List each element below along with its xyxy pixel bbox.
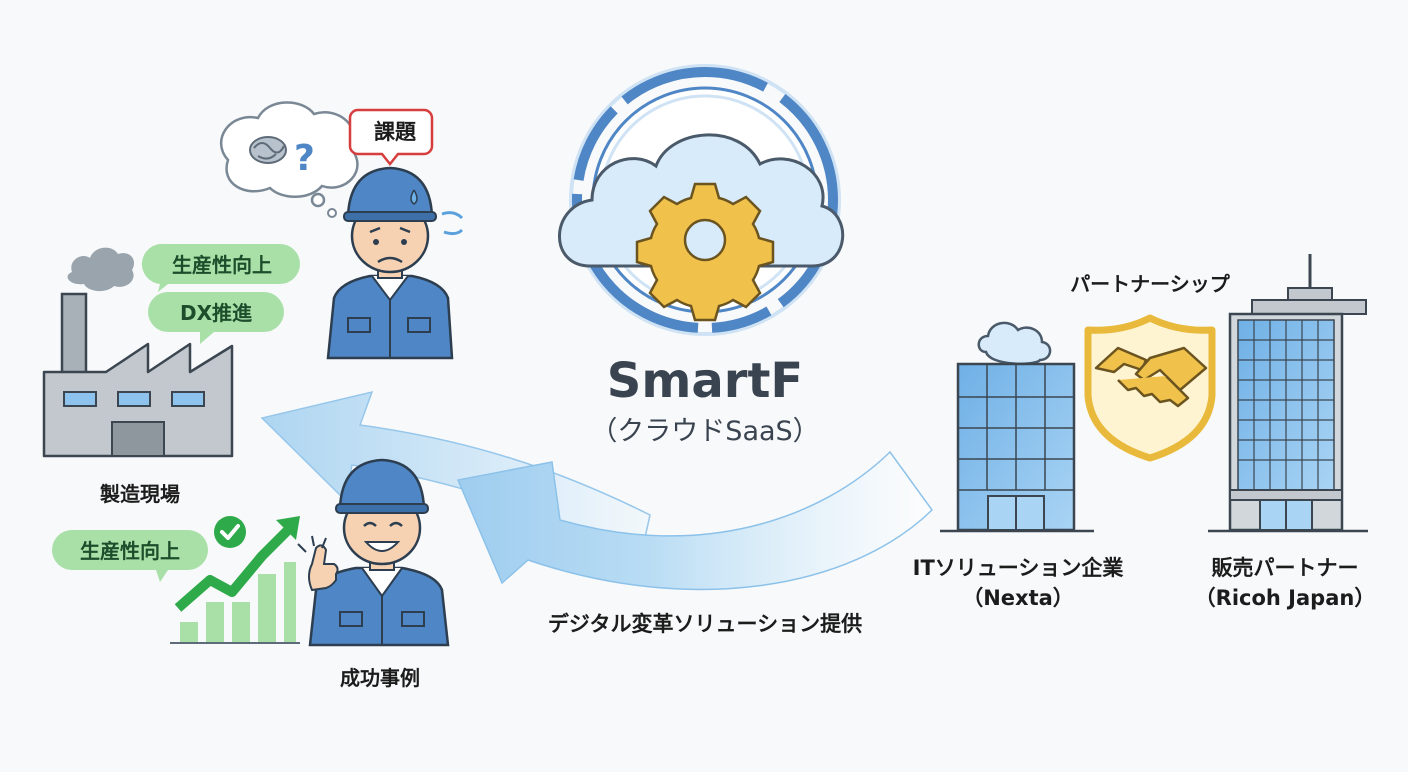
- success-label: 成功事例: [340, 666, 420, 690]
- thought-cloud: [220, 101, 359, 218]
- success-bubble: 生産性向上: [52, 530, 208, 582]
- factory-bubble-top: 生産性向上: [141, 243, 300, 292]
- question-mark-icon: ?: [294, 138, 315, 179]
- happy-worker: [297, 458, 450, 647]
- flow-label: デジタル変革ソリューション提供: [547, 612, 863, 636]
- it-company-building: [940, 321, 1094, 533]
- issue-bubble: [348, 108, 434, 167]
- worried-worker: [326, 166, 464, 360]
- checkmark-icon: [214, 516, 246, 548]
- growth-chart-icon: [170, 516, 300, 644]
- sales-partner-building: [1208, 254, 1368, 533]
- smoke-cloud: [67, 247, 135, 292]
- partnership-label: パートナーシップ: [1070, 272, 1230, 296]
- factory-bubble-bottom: DX推進: [148, 292, 284, 344]
- factory-label: 製造現場: [100, 482, 180, 506]
- gear-icon: [635, 182, 775, 322]
- factory-bubble-bottom-text: DX推進: [180, 301, 252, 325]
- flow-arrow-main: [456, 450, 933, 591]
- svg-text:?: ?: [294, 138, 315, 179]
- confusion-scribble-icon: [249, 136, 287, 164]
- product-subtitle: （クラウドSaaS）: [590, 416, 820, 447]
- handshake-icon: [1094, 346, 1208, 408]
- sales-partner-name: （Ricoh Japan）: [1194, 586, 1376, 610]
- success-bubble-text: 生産性向上: [80, 539, 180, 563]
- issue-label: 課題: [374, 120, 416, 144]
- factory-bubble-top-text: 生産性向上: [172, 253, 272, 277]
- factory-icon: [42, 292, 234, 458]
- product-name: SmartF: [606, 353, 804, 409]
- it-company-name: （Nexta）: [962, 586, 1074, 610]
- sales-partner-label: 販売パートナー: [1211, 556, 1359, 580]
- it-company-label: ITソリューション企業: [912, 556, 1124, 580]
